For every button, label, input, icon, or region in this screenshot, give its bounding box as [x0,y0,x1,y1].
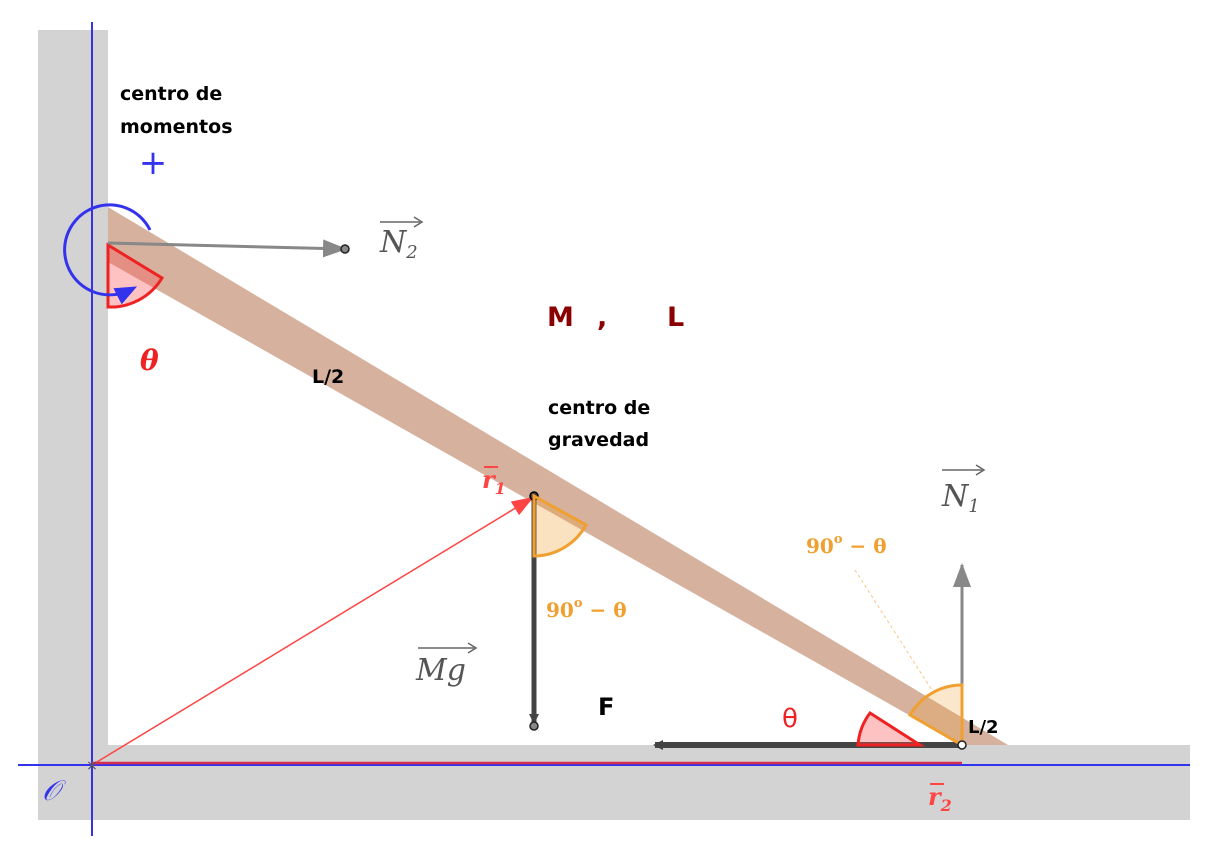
moment-arrow [63,203,152,305]
half-length-bottom-label: L/2 [968,717,999,738]
wall [38,30,108,820]
angle-leader [854,569,936,696]
mass-label: M [547,302,574,333]
half-length-top-label: L/2 [312,366,344,388]
n1-label: N1 [941,479,980,517]
moment-center-label-2: momentos [120,116,233,138]
theta-top-label: θ [140,344,159,377]
contact-point-floor [957,740,967,750]
n2-tip-point [340,244,350,254]
length-label: L [667,302,684,333]
force-label: F [598,693,614,721]
gravity-center-label-2: gravedad [548,429,649,451]
mg-tip-point [529,721,539,731]
r2-label: r2 [928,782,952,815]
n2-label-arrowhead [413,216,424,228]
n2-label: N2 [379,225,418,263]
mg-label: Mg [415,653,466,688]
ladder [108,207,1008,745]
gravity-center-label-1: centro de [548,397,650,419]
angle-complement-center-label: 90o − θ [546,596,627,622]
n1-label-arrowhead [975,464,986,476]
comma-label: , [597,302,607,333]
angle-theta-bottom [856,710,926,747]
moment-center-label-1: centro de [120,83,222,105]
angle-complement-bottom-label: 90o − θ [806,532,887,558]
r1-label: r1 [482,465,506,498]
floor [38,745,1190,820]
r1-vector [91,496,534,766]
angle-complement-center [532,493,589,558]
mg-label-arrowhead [467,642,478,654]
theta-bottom-label: θ [782,704,798,734]
n2-vector [107,239,347,258]
plus-sign: + [139,143,168,183]
origin-point: × [86,758,98,774]
angle-complement-bottom [907,683,964,748]
